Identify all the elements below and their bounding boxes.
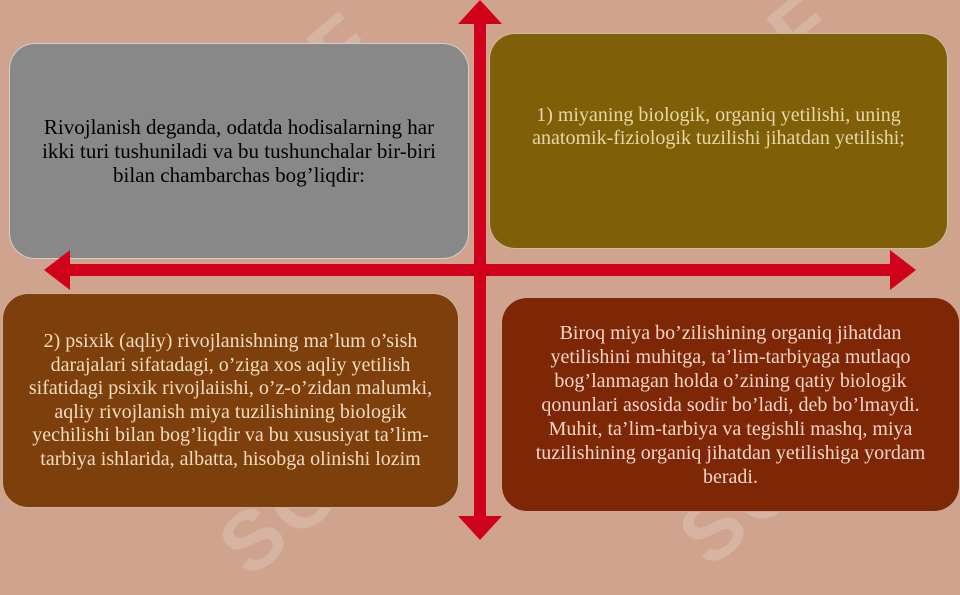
horizontal-arrow-shaft: [64, 264, 896, 276]
arrow-down-icon: [458, 516, 502, 540]
box-bottom-left: 2) psixik (aqliy) rivojlanishning ma’lum…: [2, 293, 459, 508]
arrow-right-icon: [890, 250, 916, 290]
cross-arrows: [44, 0, 916, 540]
arrow-left-icon: [44, 250, 70, 290]
box-bottom-right-text: Biroq miya bo’zilishining organiq jihatd…: [535, 321, 926, 488]
box-top-right: 1) miyaning biologik, organiq yetilishi,…: [489, 33, 948, 249]
box-bottom-left-text: 2) psixik (aqliy) rivojlanishning ma’lum…: [28, 330, 433, 470]
box-top-left: Rivojlanish deganda, odatda hodisalarnin…: [9, 43, 469, 259]
box-top-right-text: 1) miyaning biologik, organiq yetilishi,…: [532, 104, 905, 149]
slide: SOF SOF SOF SOF Rivojlanish deganda, oda…: [0, 0, 960, 540]
box-top-left-text: Rivojlanish deganda, odatda hodisalarnin…: [42, 115, 436, 187]
arrow-up-icon: [458, 0, 502, 24]
